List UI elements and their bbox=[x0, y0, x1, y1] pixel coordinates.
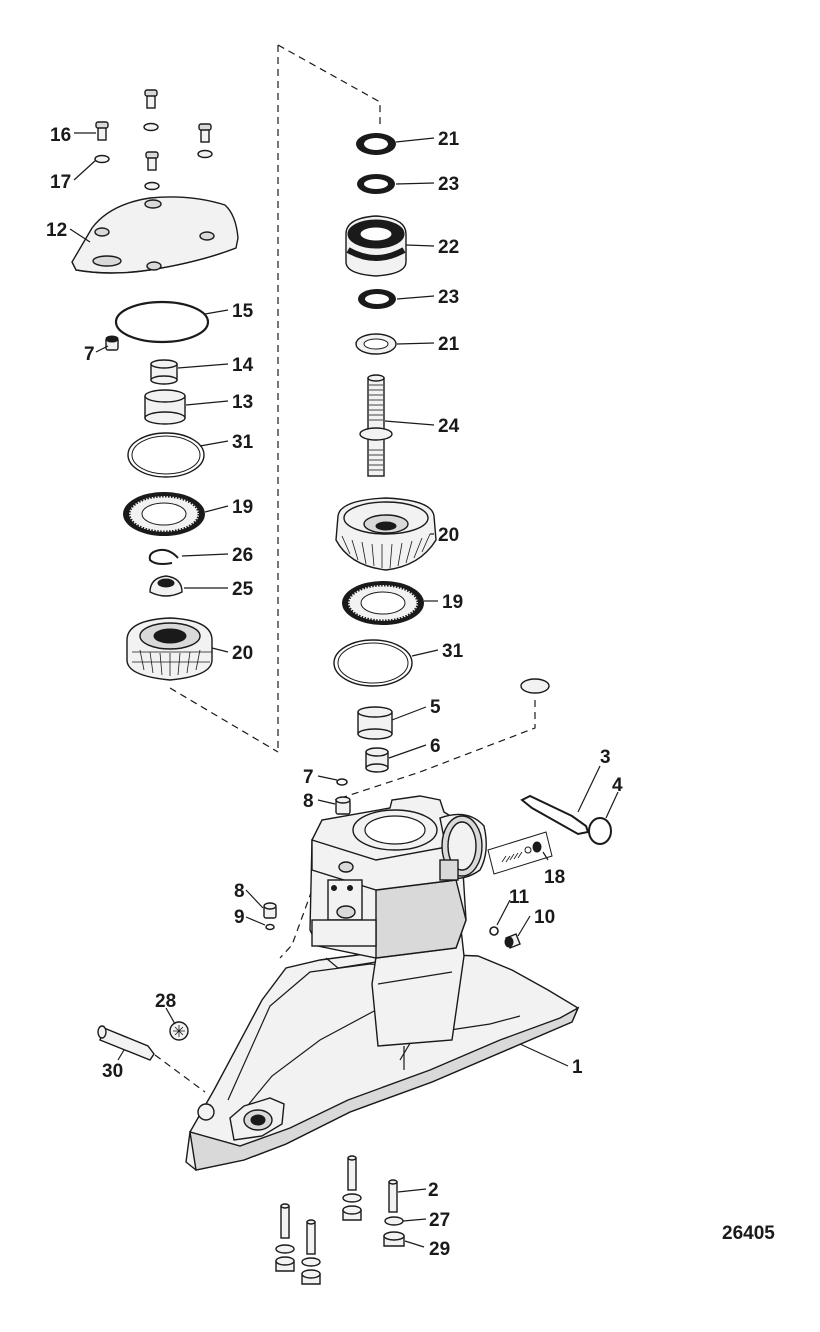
washer-part-27 bbox=[384, 1216, 404, 1226]
cover-screws bbox=[94, 89, 213, 191]
screw-part-10 bbox=[504, 933, 521, 949]
callout-16: 16 bbox=[50, 125, 71, 146]
callout-11: 11 bbox=[509, 887, 530, 908]
callout-3: 3 bbox=[600, 747, 611, 768]
callout-9: 9 bbox=[234, 907, 245, 928]
reference-number: 26405 bbox=[722, 1223, 775, 1244]
callout-20-left: 20 bbox=[232, 643, 253, 664]
leader-lines bbox=[69, 132, 619, 1248]
callout-2: 2 bbox=[428, 1180, 439, 1201]
callout-31-left: 31 bbox=[232, 432, 254, 453]
race-part-23-middle bbox=[358, 289, 396, 309]
callout-21-top: 21 bbox=[438, 129, 460, 150]
callout-24: 24 bbox=[438, 416, 460, 437]
callout-23-top: 23 bbox=[438, 174, 459, 195]
plug-part-7-right bbox=[336, 778, 348, 786]
o-ring-part-4 bbox=[588, 817, 612, 845]
assembly-guide-lines bbox=[154, 44, 536, 1093]
callout-25: 25 bbox=[232, 579, 254, 600]
callout-15: 15 bbox=[232, 301, 254, 322]
washer-part-21-top bbox=[356, 133, 396, 155]
bushing-part-5 bbox=[357, 706, 393, 740]
pin-part-30 bbox=[97, 1025, 155, 1061]
callout-4: 4 bbox=[612, 775, 623, 796]
callout-7-right: 7 bbox=[303, 767, 314, 788]
callout-29: 29 bbox=[429, 1239, 450, 1260]
thrust-bearing-part-19-left bbox=[123, 492, 205, 536]
nut-part-25 bbox=[149, 575, 183, 597]
plug-part-28 bbox=[169, 1021, 189, 1041]
callout-22: 22 bbox=[438, 237, 459, 258]
race-part-23-top bbox=[357, 174, 395, 194]
spring-assembly-part-18 bbox=[487, 831, 553, 875]
gasket-part-3 bbox=[520, 794, 590, 836]
callout-21-middle: 21 bbox=[438, 334, 460, 355]
cover-plate-part-12 bbox=[71, 196, 239, 274]
pin-part-8-upper bbox=[335, 796, 351, 815]
shim-part-31-left bbox=[127, 432, 205, 478]
shim-part-31-right bbox=[333, 639, 413, 687]
studs-part-2 bbox=[275, 1155, 405, 1285]
callout-13: 13 bbox=[232, 392, 253, 413]
screw-part-16 bbox=[143, 89, 159, 132]
bushing-part-13 bbox=[144, 389, 186, 425]
callout-10: 10 bbox=[534, 907, 555, 928]
callout-26: 26 bbox=[232, 545, 253, 566]
bearing-part-22 bbox=[345, 215, 407, 277]
o-ring-part-15 bbox=[114, 300, 210, 344]
callout-23-middle: 23 bbox=[438, 287, 459, 308]
bushing-part-14 bbox=[150, 359, 178, 385]
shaft-part-24 bbox=[359, 374, 393, 477]
callout-19-left: 19 bbox=[232, 497, 253, 518]
callout-14: 14 bbox=[232, 355, 254, 376]
gear-part-20-left bbox=[126, 617, 213, 681]
callout-12: 12 bbox=[46, 220, 67, 241]
callout-19-right: 19 bbox=[442, 592, 463, 613]
callout-27: 27 bbox=[429, 1210, 450, 1231]
snap-ring-part-26 bbox=[148, 548, 179, 565]
washer-part-9 bbox=[265, 923, 275, 931]
callout-labels: 16 17 12 15 7 14 13 31 19 26 25 20 21 23… bbox=[46, 125, 775, 1260]
callout-18: 18 bbox=[544, 867, 565, 888]
plug-part-7-left bbox=[105, 335, 119, 351]
callout-8-upper: 8 bbox=[303, 791, 314, 812]
pin-part-8-lower bbox=[263, 902, 277, 919]
cup-plug bbox=[520, 678, 550, 694]
callout-20-right: 20 bbox=[438, 525, 459, 546]
callout-30: 30 bbox=[102, 1061, 123, 1082]
callout-5: 5 bbox=[430, 697, 441, 718]
callout-7-left: 7 bbox=[84, 344, 95, 365]
callout-31-right: 31 bbox=[442, 641, 464, 662]
washer-part-11 bbox=[489, 926, 499, 936]
washer-part-21-middle bbox=[355, 333, 397, 355]
gear-part-20-right bbox=[335, 497, 437, 571]
thrust-bearing-part-19-right bbox=[342, 581, 424, 625]
callout-28: 28 bbox=[155, 991, 176, 1012]
bushing-part-6 bbox=[365, 747, 389, 773]
gear-housing-part-1 bbox=[185, 795, 580, 1171]
callout-8-lower: 8 bbox=[234, 881, 245, 902]
callout-17: 17 bbox=[50, 172, 71, 193]
callout-1: 1 bbox=[572, 1057, 583, 1078]
callout-6: 6 bbox=[430, 736, 441, 757]
